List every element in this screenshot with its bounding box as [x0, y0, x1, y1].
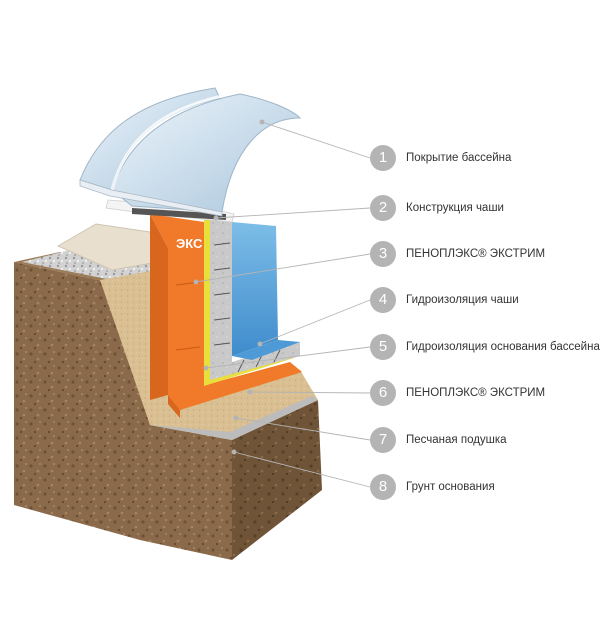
soil-left-face [14, 262, 232, 560]
legend-number: 1 [370, 145, 396, 171]
legend-label: Песчаная подушка [406, 434, 507, 446]
wall-insulation-edge [150, 214, 168, 400]
concrete-wall [210, 216, 232, 370]
insulation-board-print: ЭКС [176, 236, 203, 251]
leader-1 [261, 121, 371, 159]
pool-cover-right-arch [111, 93, 302, 213]
wall-insulation [150, 214, 204, 410]
legend-label: Покрытие бассейна [406, 152, 512, 164]
soil-right-face [232, 400, 322, 560]
geotextile-layer [150, 396, 318, 440]
leader-2 [215, 207, 371, 219]
legend-label: Конструкция чаши [406, 202, 504, 214]
leader-5 [205, 346, 371, 369]
legend-item-8: 8 Грунт основания [370, 473, 495, 501]
base-insulation [168, 362, 302, 410]
leader-6 [249, 391, 371, 394]
legend-label: ПЕНОПЛЭКС® ЭКСТРИМ [406, 387, 546, 399]
legend-item-1: 1 Покрытие бассейна [370, 144, 511, 172]
sand-cushion [150, 370, 318, 440]
legend-item-4: 4 Гидроизоляция чаши [370, 286, 519, 314]
legend-item-3: 3 ПЕНОПЛЭКС® ЭКСТРИМ [370, 240, 545, 268]
legend-label: ПЕНОПЛЭКС® ЭКСТРИМ [406, 248, 546, 260]
legend-label: Гидроизоляция основания бассейна [406, 341, 600, 353]
legend-item-7: 7 Песчаная подушка [370, 426, 507, 454]
legend-number: 8 [370, 474, 396, 500]
legend-label: Гидроизоляция чаши [406, 294, 519, 306]
pool-cover-rib [110, 94, 223, 191]
pool-cover-base [79, 179, 223, 217]
leader-3 [195, 253, 371, 283]
legend-number: 7 [370, 427, 396, 453]
leader-lines [193, 119, 371, 488]
pool-water-floor [232, 340, 300, 360]
legend-number: 3 [370, 241, 396, 267]
leader-7 [235, 417, 371, 441]
coping-rail [132, 208, 226, 220]
legend-number: 5 [370, 334, 396, 360]
leader-8 [233, 451, 371, 488]
legend-item-5: 5 Гидроизоляция основания бассейна [370, 333, 600, 361]
leader-4 [259, 299, 371, 345]
base-insulation-front [168, 395, 180, 418]
rebar-lines [213, 242, 281, 373]
pool-water-wall [232, 222, 278, 356]
legend-number: 6 [370, 380, 396, 406]
legend-label: Грунт основания [406, 481, 495, 493]
legend-item-2: 2 Конструкция чаши [370, 194, 504, 222]
concrete-floor [210, 342, 300, 380]
legend-number: 2 [370, 195, 396, 221]
legend-number: 4 [370, 287, 396, 313]
legend-item-6: 6 ПЕНОПЛЭКС® ЭКСТРИМ [370, 379, 545, 407]
